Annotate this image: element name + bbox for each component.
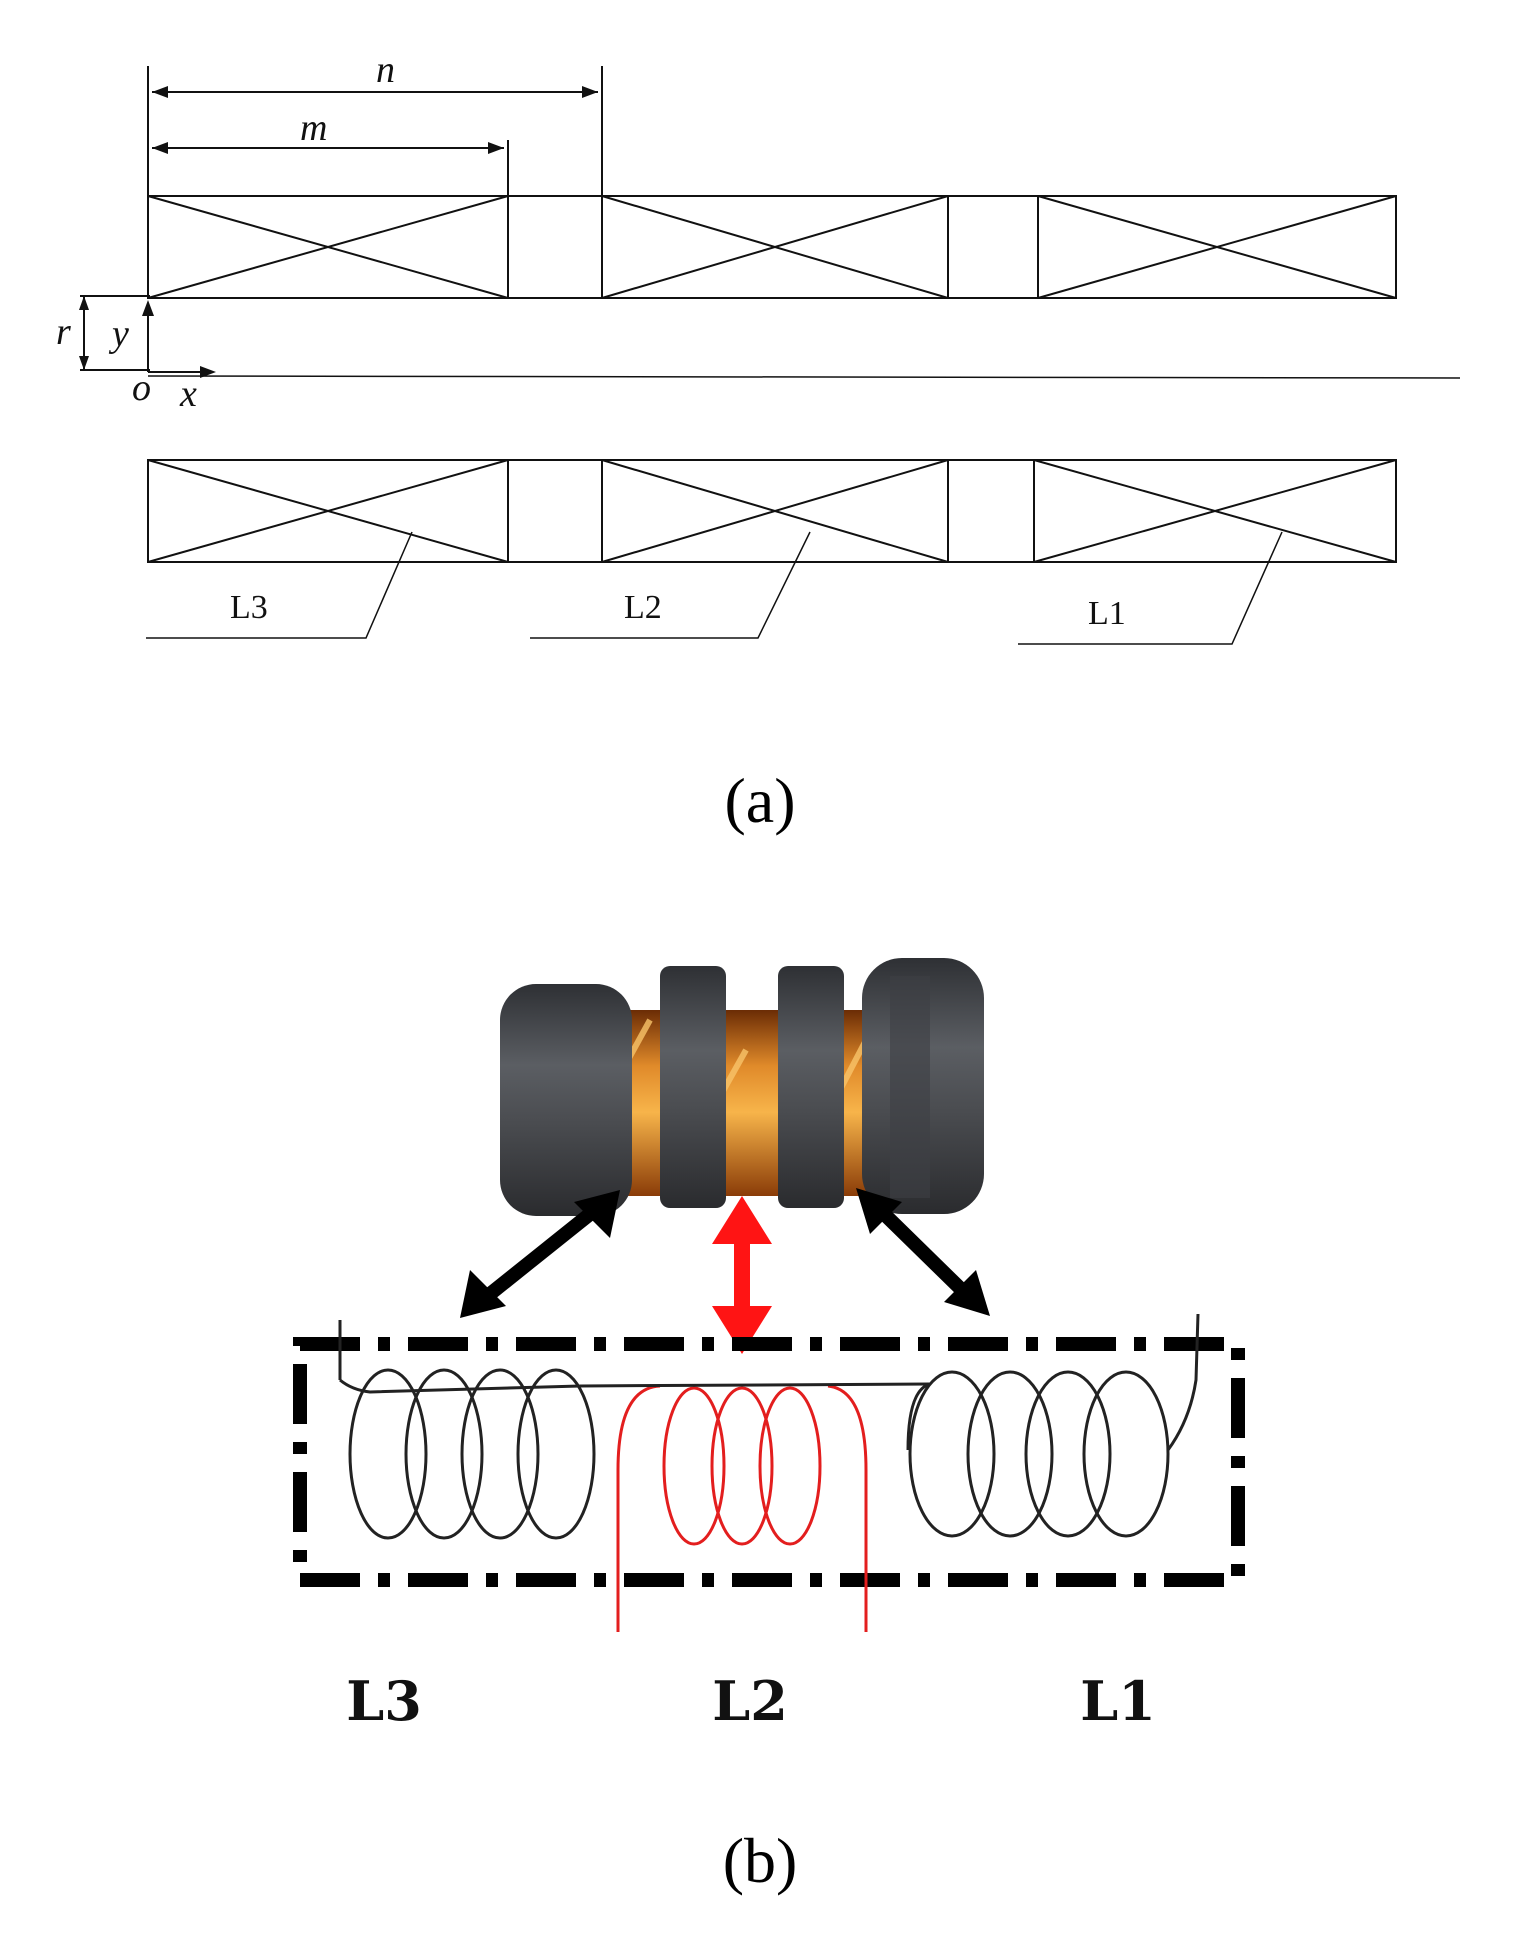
coil-l3-diagram	[338, 1320, 596, 1540]
dimension-m	[152, 140, 509, 196]
coil-label-l2-b: L2	[712, 1669, 788, 1733]
coupling-arrow-center	[712, 1196, 772, 1354]
coupling-arrow-right	[856, 1188, 990, 1316]
center-axis-line	[147, 375, 1461, 379]
dimension-n	[147, 66, 603, 196]
transformer-photo	[500, 958, 984, 1216]
dim-n-label: n	[376, 49, 395, 91]
panel-a	[79, 66, 1461, 645]
caption-b: (b)	[723, 1825, 798, 1896]
coil-label-l3-b: L3	[346, 1669, 422, 1733]
coil-label-l1-b: L1	[1080, 1669, 1156, 1733]
lower-coil-section	[147, 459, 1397, 563]
dim-m-label: m	[300, 107, 327, 149]
coil-l1-diagram	[579, 1313, 1200, 1538]
leader-lines	[146, 531, 1283, 645]
coil-l2-diagram	[616, 1384, 868, 1632]
upper-coil-section	[147, 195, 1397, 299]
coupling-arrow-left	[460, 1190, 620, 1318]
caption-a: (a)	[724, 765, 795, 836]
coil-label-l1-a: L1	[1088, 595, 1126, 632]
coil-label-l2-a: L2	[624, 589, 662, 626]
coordinate-axes	[79, 295, 216, 378]
x-axis-label: x	[179, 373, 197, 415]
y-axis-label: y	[108, 313, 129, 355]
radius-label: r	[56, 311, 71, 353]
origin-label: o	[132, 367, 151, 409]
coil-label-l3-a: L3	[230, 589, 268, 626]
core-outline	[293, 1337, 1245, 1587]
